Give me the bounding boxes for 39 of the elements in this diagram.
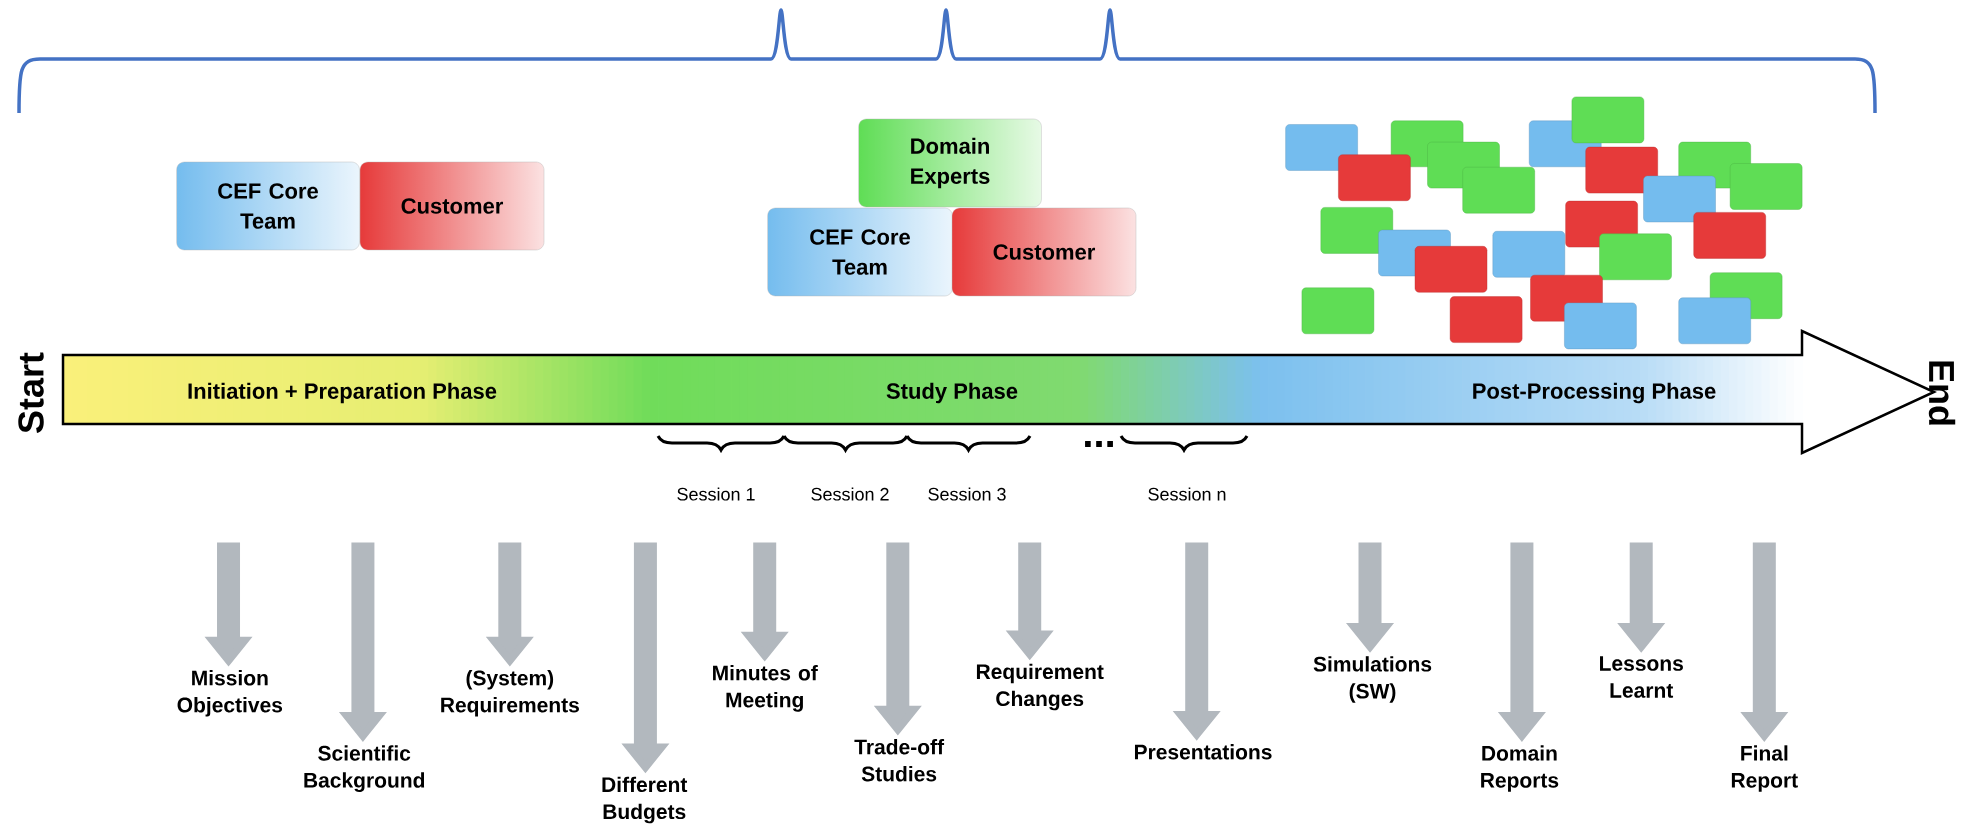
session-label: Session 3 [928,487,1006,501]
card [1678,297,1751,344]
card [1414,246,1488,293]
session-label: Session 2 [811,487,889,501]
role-box: Customer [951,207,1137,297]
start-label: Start [18,352,44,433]
session-label: Session 1 [677,487,755,501]
output-label: Presentations [1135,744,1272,760]
card [1729,163,1803,210]
card [1449,296,1523,343]
card [1571,96,1645,144]
output-label: Simulations (SW) [1313,656,1432,703]
card [1564,302,1637,350]
card [1492,231,1565,278]
card [1462,167,1535,214]
output-label: Scientific Background [304,745,425,792]
role-box: Customer [359,161,545,251]
output-label: Domain Reports [1481,745,1559,792]
output-label: Mission Objectives [177,670,283,717]
output-label: Minutes of Meeting [713,665,818,712]
output-label: Trade-off Studies [854,739,945,782]
card [1285,124,1358,171]
ellipsis: ... [1085,441,1113,447]
output-label: Final Report [1731,745,1798,792]
card [1643,175,1716,223]
card [1599,233,1672,280]
card [1693,212,1766,259]
output-label: (System) Requirements [441,670,579,717]
card [1338,154,1411,201]
role-box: Domain Experts [858,118,1042,208]
role-box: CEF Core Team [767,207,953,297]
output-label: Requirement Changes [976,663,1104,711]
card [1320,207,1393,254]
output-label: Different Budgets [602,776,688,824]
card [1301,287,1375,334]
session-label: Session n [1148,487,1226,501]
role-box: CEF Core Team [176,161,360,251]
card [1585,146,1658,194]
output-label: Lessons Learnt [1600,656,1683,698]
